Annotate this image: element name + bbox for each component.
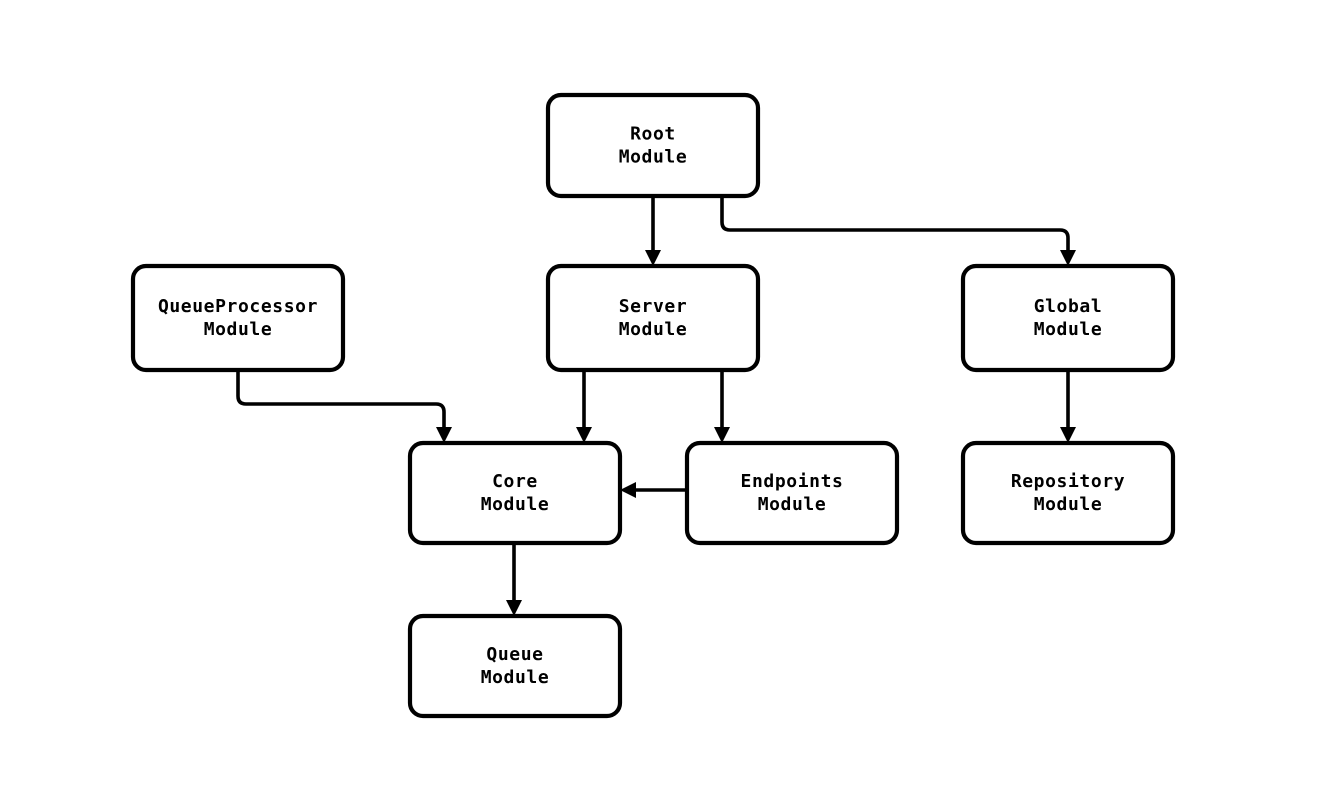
node-label-secondary: Module (758, 494, 827, 515)
arrowhead-icon (436, 427, 452, 443)
node-label-primary: Core (492, 471, 538, 492)
node-label-secondary: Module (619, 319, 688, 340)
node-label-secondary: Module (619, 147, 688, 168)
node-label-primary: Global (1034, 296, 1103, 317)
node-box-core[interactable] (407, 440, 623, 546)
node-label-primary: QueueProcessor (158, 296, 318, 317)
edge-global-to-repository (1060, 370, 1076, 443)
node-box-queueprocessor[interactable] (130, 263, 346, 373)
node-label-secondary: Module (1034, 494, 1103, 515)
arrowhead-icon (714, 427, 730, 443)
node-box-root[interactable] (545, 92, 761, 199)
arrowhead-icon (1060, 427, 1076, 443)
arrowhead-icon (506, 600, 522, 616)
node-box-server[interactable] (545, 263, 761, 373)
edge-server-to-endpoints (714, 370, 730, 443)
node-box-queue[interactable] (407, 613, 623, 719)
node-label-secondary: Module (204, 319, 273, 340)
arrowhead-icon (1060, 250, 1076, 266)
edge-line (236, 370, 446, 432)
edge-root-to-global (720, 196, 1076, 266)
node-label-primary: Endpoints (741, 471, 844, 492)
arrowhead-icon (645, 250, 661, 266)
arrowhead-icon (620, 482, 636, 498)
node-label-primary: Server (619, 296, 688, 317)
node-label-primary: Repository (1011, 471, 1125, 492)
edges-layer (236, 196, 1076, 616)
edge-queueprocessor-to-core (236, 370, 452, 443)
edge-root-to-server (645, 196, 661, 266)
node-box-repository[interactable] (960, 440, 1176, 546)
edge-core-to-queue (506, 543, 522, 616)
edge-endpoints-to-core (620, 482, 687, 498)
edge-server-to-core (576, 370, 592, 443)
arrowhead-icon (576, 427, 592, 443)
node-box-global[interactable] (960, 263, 1176, 373)
node-label-secondary: Module (1034, 319, 1103, 340)
node-label-secondary: Module (481, 494, 550, 515)
node-box-endpoints[interactable] (684, 440, 900, 546)
nodes-layer: RootModuleQueueProcessorModuleServerModu… (130, 92, 1176, 719)
edge-line (720, 196, 1070, 255)
node-label-primary: Queue (486, 644, 543, 665)
node-label-primary: Root (630, 124, 676, 145)
node-label-secondary: Module (481, 667, 550, 688)
